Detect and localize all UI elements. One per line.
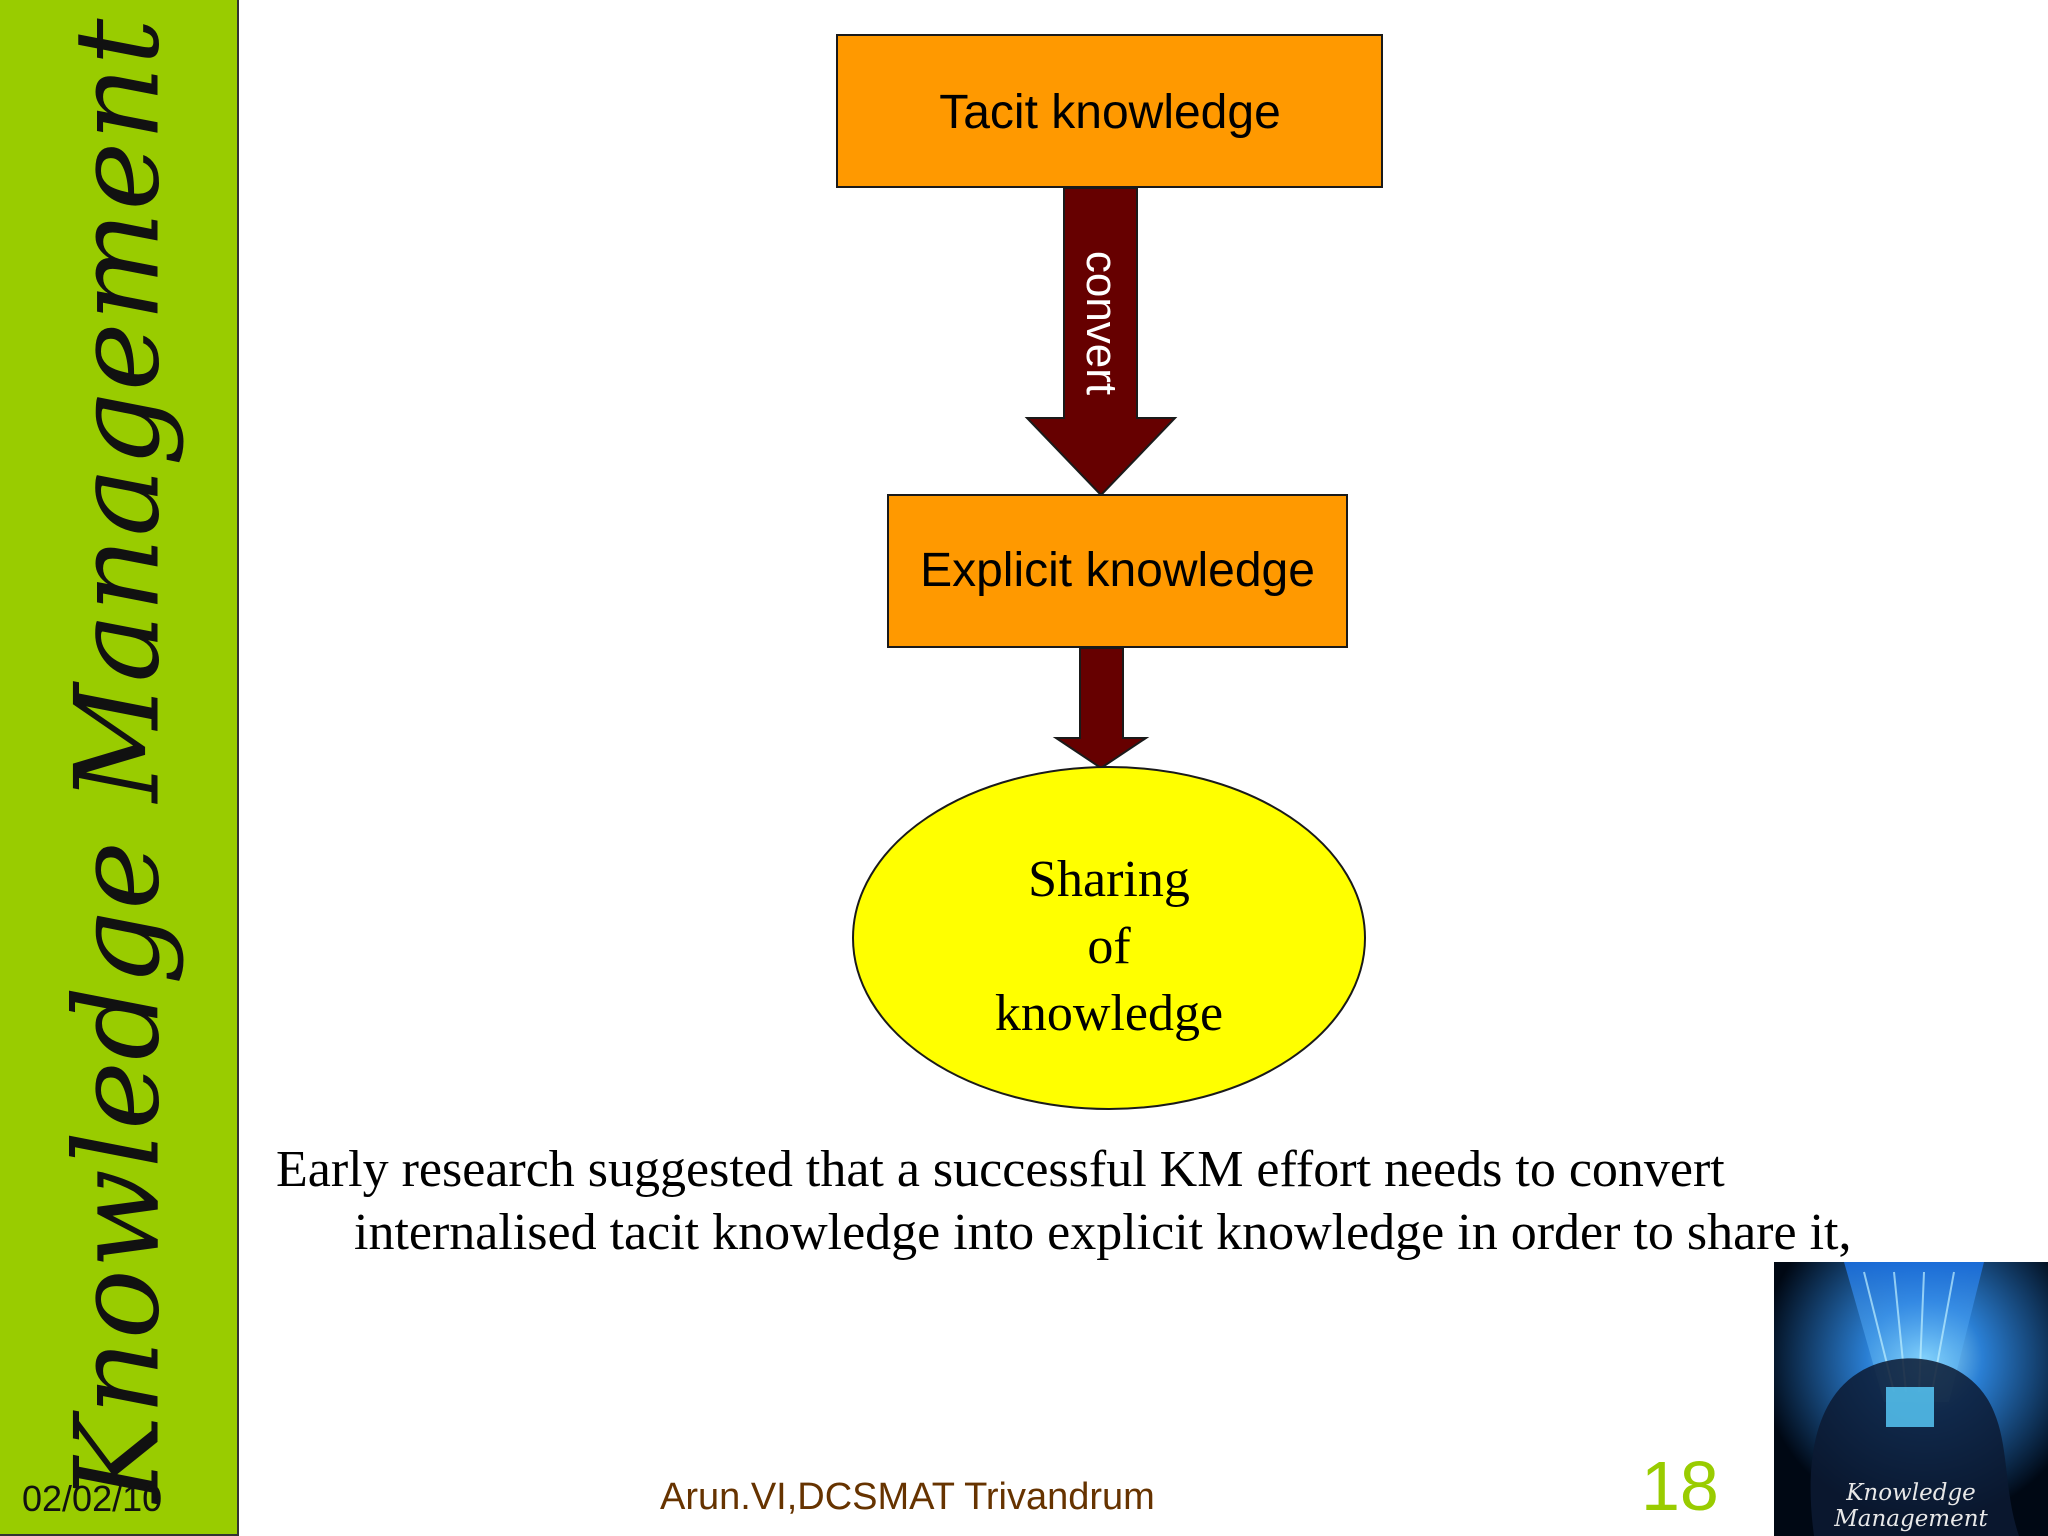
explicit-knowledge-label: Explicit knowledge bbox=[920, 544, 1315, 597]
share-arrow bbox=[1052, 647, 1150, 770]
convert-arrow bbox=[1024, 187, 1178, 497]
sharing-line: Sharing bbox=[1028, 851, 1190, 908]
head-circuit-icon bbox=[1774, 1262, 2048, 1536]
slide-date: 02/02/10 bbox=[22, 1478, 163, 1519]
sidebar-panel: Knowledge Management 02/02/10 bbox=[0, 0, 239, 1536]
tacit-knowledge-box bbox=[836, 34, 1383, 188]
tacit-knowledge-label: Tacit knowledge bbox=[939, 86, 1281, 139]
slide-number: 18 bbox=[1641, 1447, 1719, 1525]
sharing-line: of bbox=[1087, 918, 1131, 975]
logo-caption: Knowledge Management bbox=[1834, 1480, 1988, 1532]
sharing-knowledge-label: Sharing of knowledge bbox=[853, 846, 1365, 1047]
footer-author: Arun.VI,DCSMAT Trivandrum bbox=[660, 1476, 1155, 1518]
body-paragraph: Early research suggested that a successf… bbox=[276, 1141, 1852, 1261]
convert-label: convert bbox=[1077, 250, 1126, 396]
sharing-knowledge-ellipse bbox=[852, 766, 1366, 1110]
km-logo-image: Knowledge Management bbox=[1774, 1262, 2048, 1536]
sharing-line: knowledge bbox=[994, 985, 1224, 1042]
